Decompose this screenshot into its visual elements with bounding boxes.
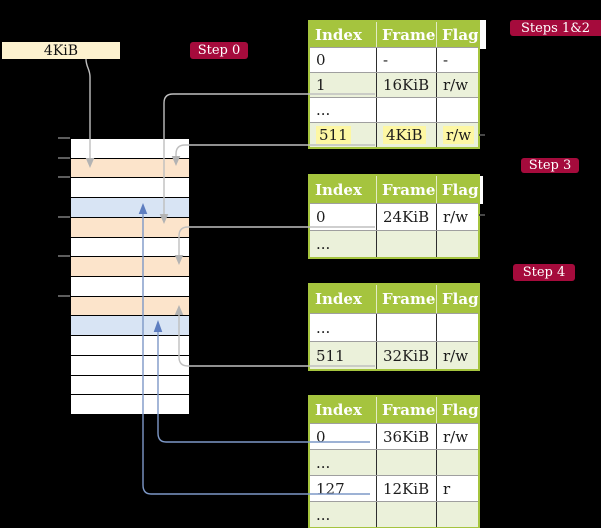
table-row: ... xyxy=(310,449,478,475)
badge-step-0: Step 0 xyxy=(190,42,248,59)
memory-row-white xyxy=(71,335,189,355)
table1-edge-fragment xyxy=(480,20,486,49)
badge-step-4: Step 4 xyxy=(513,264,575,281)
memory-row-blue xyxy=(71,197,189,217)
memory-row-peach xyxy=(71,295,189,316)
column-header-frame: Frame xyxy=(376,176,436,203)
page-table-2: Index FrameFlags 0 24KiBr/w... xyxy=(308,174,480,259)
table-cell: 16KiB xyxy=(376,73,436,97)
memory-row-white xyxy=(71,236,189,257)
memory-row-white xyxy=(71,139,189,158)
table-row: ... xyxy=(310,97,478,122)
table-cell: 0 xyxy=(316,427,326,446)
memory-row-white xyxy=(71,374,189,395)
memory-row-peach xyxy=(71,216,189,237)
highlighted-value: 4KiB xyxy=(383,126,426,144)
table2-edge-fragment xyxy=(480,176,483,204)
table-row: ... xyxy=(310,230,478,257)
memory-row-blue xyxy=(71,315,189,336)
table-cell: 24KiB xyxy=(376,204,436,230)
table-cell: 0 xyxy=(316,51,326,69)
table2-row0-stub xyxy=(479,214,485,216)
table-cell xyxy=(436,98,478,122)
table-cell: 4KiB xyxy=(376,123,436,147)
table-cell xyxy=(436,231,478,257)
table-cell: ... xyxy=(316,235,331,253)
column-header-flags: Flags xyxy=(436,22,478,47)
column-header-flags: Flags xyxy=(436,285,478,313)
memory-row-white xyxy=(71,394,189,415)
table-cell: - xyxy=(376,48,436,72)
table-cell: 36KiB xyxy=(376,424,436,449)
table-cell: 12KiB xyxy=(376,476,436,501)
table-cell: 1 xyxy=(316,76,326,94)
column-header-index: Index xyxy=(315,401,362,419)
table-cell: ... xyxy=(316,505,331,524)
table-cell: r/w xyxy=(436,204,478,230)
column-header-index: Index xyxy=(315,290,362,308)
column-header-flags: Flags xyxy=(436,176,478,203)
table-cell: ... xyxy=(316,453,331,472)
memory-row-white xyxy=(71,354,189,375)
table-cell: - xyxy=(436,48,478,72)
table-cell xyxy=(436,450,478,475)
table-cell xyxy=(436,502,478,527)
table-cell: 511 xyxy=(310,123,376,147)
table-cell: 127 xyxy=(316,479,345,498)
table-cell: r xyxy=(436,476,478,501)
table-header-row: Index FrameFlags xyxy=(310,176,478,203)
highlighted-value: r/w xyxy=(443,126,475,144)
column-header-frame: Frame xyxy=(376,397,436,423)
page-size-label-text: 4KiB xyxy=(43,42,79,59)
table-cell xyxy=(376,98,436,122)
column-header-flags: Flags xyxy=(436,397,478,423)
column-header-index: Index xyxy=(315,25,362,44)
table-cell: r/w xyxy=(436,123,478,147)
table-cell xyxy=(376,314,436,341)
table-header-row: Index FrameFlags xyxy=(310,285,478,313)
table-row: 0 -- xyxy=(310,47,478,72)
table-cell: 0 xyxy=(316,208,326,226)
table-cell xyxy=(376,450,436,475)
table-row: ... xyxy=(310,313,478,341)
badge-steps-1-2: Steps 1&2 xyxy=(510,20,601,36)
physical-memory-column xyxy=(70,138,190,415)
table-header-row: Index FrameFlags xyxy=(310,22,478,47)
table1-row511-stub xyxy=(479,134,485,136)
memory-row-peach xyxy=(71,157,189,178)
memory-row-white xyxy=(71,276,189,296)
table-cell: 32KiB xyxy=(376,342,436,369)
table-cell xyxy=(376,231,436,257)
memory-row-white xyxy=(71,177,189,198)
table-cell: ... xyxy=(316,318,331,337)
page-size-label: 4KiB xyxy=(2,42,120,59)
table-cell: 511 xyxy=(316,346,345,365)
table-row: 511 4KiB r/w xyxy=(310,122,478,147)
table-cell xyxy=(436,314,478,341)
table-row: ... xyxy=(310,501,478,527)
table-header-row: Index FrameFlags xyxy=(310,397,478,423)
highlighted-value: 511 xyxy=(316,126,351,144)
table-cell: r/w xyxy=(436,342,478,369)
table-cell: r/w xyxy=(436,424,478,449)
table-cell xyxy=(376,502,436,527)
badge-step-3: Step 3 xyxy=(521,158,579,173)
memory-row-peach xyxy=(71,256,189,277)
table-cell: ... xyxy=(316,101,331,119)
column-header-frame: Frame xyxy=(376,22,436,47)
column-header-index: Index xyxy=(315,180,362,199)
memory-tick-marks xyxy=(58,137,70,297)
table-cell: r/w xyxy=(436,73,478,97)
column-header-frame: Frame xyxy=(376,285,436,313)
